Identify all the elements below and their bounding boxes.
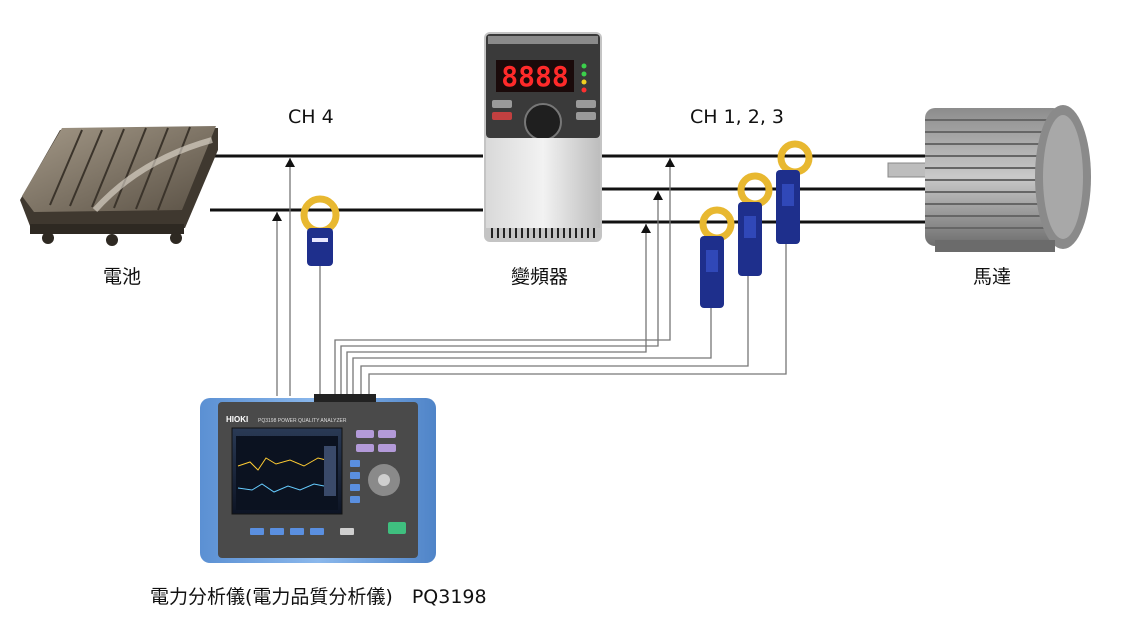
ch4-current-probe bbox=[300, 195, 340, 266]
inverter-display: 8888 bbox=[501, 60, 568, 93]
power-wires bbox=[210, 154, 935, 224]
label-inverter: 變頻器 bbox=[511, 266, 569, 288]
label-motor: 馬達 bbox=[973, 266, 1012, 288]
label-ch4: CH 4 bbox=[288, 106, 334, 128]
label-battery: 電池 bbox=[103, 266, 142, 288]
label-ch123: CH 1, 2, 3 bbox=[690, 106, 785, 128]
inverter-vents bbox=[491, 228, 595, 238]
inverter-image: 8888 bbox=[484, 32, 602, 242]
analyzer-model-text: PQ3198 POWER QUALITY ANALYZER bbox=[258, 418, 347, 424]
ch3-current-probe bbox=[776, 140, 813, 244]
voltage-arrows bbox=[272, 158, 675, 233]
motor-image bbox=[887, 105, 1091, 252]
battery-image bbox=[20, 126, 218, 246]
ch1-current-probe bbox=[699, 206, 735, 308]
ch2-current-probe bbox=[737, 172, 773, 276]
analyzer-brand: HIOKI bbox=[226, 415, 248, 424]
label-analyzer: 電力分析儀(電力品質分析儀) PQ3198 bbox=[150, 586, 487, 608]
voltage-leads bbox=[276, 158, 787, 396]
power-analyzer-image: HIOKI PQ3198 POWER QUALITY ANALYZER bbox=[200, 394, 436, 563]
